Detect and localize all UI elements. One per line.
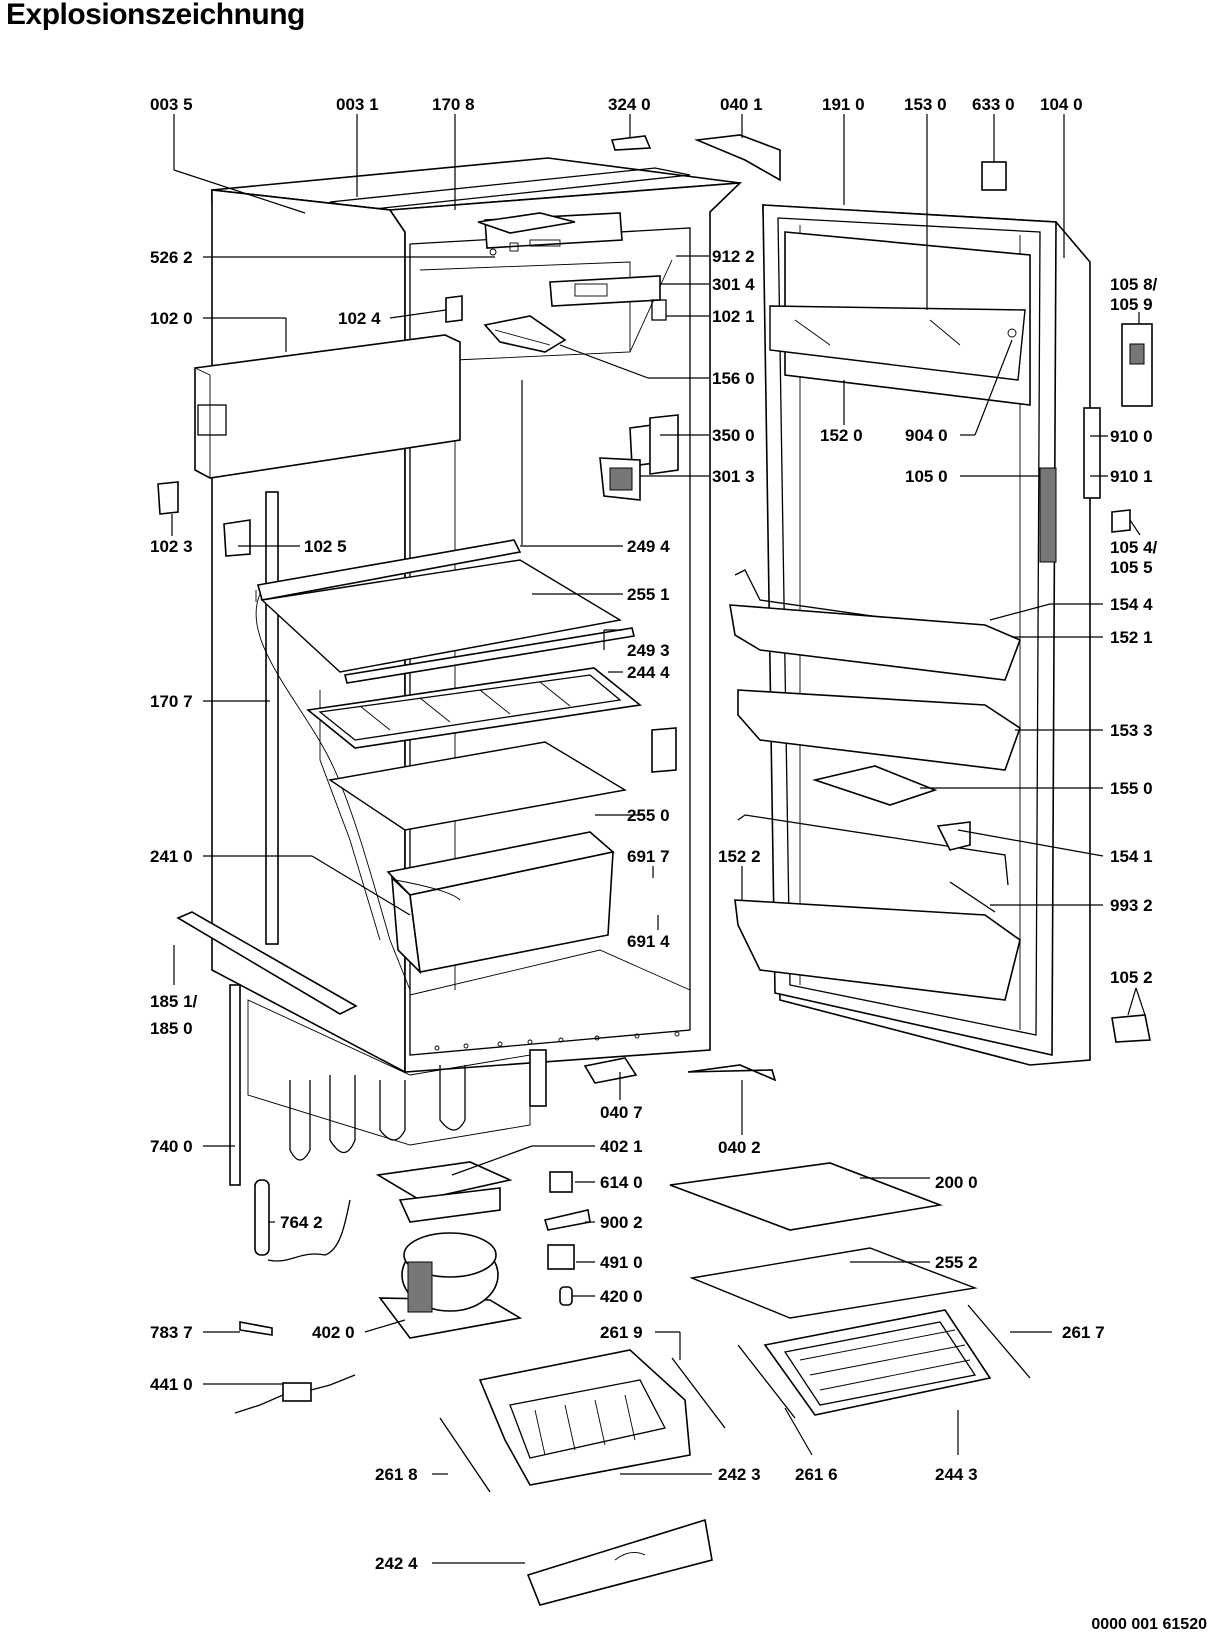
part-label: 350 0: [712, 426, 755, 445]
part-label: 904 0: [905, 426, 948, 445]
part-label: 155 0: [1110, 779, 1153, 798]
part-label: 154 4: [1110, 595, 1153, 614]
part-label: 154 1: [1110, 847, 1153, 866]
part-label: 764 2: [280, 1213, 323, 1232]
part-label: 185 1/: [150, 992, 198, 1011]
page-title: Explosionszeichnung: [6, 0, 305, 31]
part-label: 105 0: [905, 467, 948, 486]
part-label: 003 1: [336, 95, 379, 114]
part-label: 691 4: [627, 932, 670, 951]
part-label: 301 3: [712, 467, 755, 486]
part-label: 105 8/: [1110, 275, 1158, 294]
part-label: 241 0: [150, 847, 193, 866]
part-label: 912 2: [712, 247, 755, 266]
part-label: 242 4: [375, 1554, 418, 1573]
document-number: 0000 001 61520: [1091, 1616, 1207, 1633]
part-label: 910 1: [1110, 467, 1153, 486]
part-label: 633 0: [972, 95, 1015, 114]
part-label: 993 2: [1110, 896, 1153, 915]
part-label: 261 8: [375, 1465, 418, 1484]
part-label: 255 0: [627, 806, 670, 825]
part-label: 255 1: [627, 585, 670, 604]
part-label: 102 3: [150, 537, 193, 556]
part-label: 102 4: [338, 309, 381, 328]
part-label: 402 0: [312, 1323, 355, 1342]
part-label: 900 2: [600, 1213, 643, 1232]
part-label: 170 8: [432, 95, 475, 114]
lower-parts: [176, 911, 1031, 1606]
part-label: 614 0: [600, 1173, 643, 1192]
top-hardware: [610, 134, 781, 182]
part-label: 040 7: [600, 1103, 643, 1122]
part-label: 040 1: [720, 95, 763, 114]
part-label: 691 7: [627, 847, 670, 866]
part-label: 105 2: [1110, 968, 1153, 987]
part-label: 152 2: [718, 847, 761, 866]
part-label: 152 0: [820, 426, 863, 445]
part-label: 261 7: [1062, 1323, 1105, 1342]
cabinet-shelves: [255, 539, 642, 975]
part-label: 301 4: [712, 275, 755, 294]
part-label: 102 0: [150, 309, 193, 328]
part-label: 441 0: [150, 1375, 193, 1394]
part-label: 156 0: [712, 369, 755, 388]
part-label: 105 4/: [1110, 538, 1158, 557]
part-labels: 003 5 003 1 170 8 324 0 040 1 191 0 153 …: [150, 95, 1158, 1573]
part-label: 244 4: [627, 663, 670, 682]
part-label: 910 0: [1110, 427, 1153, 446]
part-label: 102 5: [304, 537, 347, 556]
part-label: 200 0: [935, 1173, 978, 1192]
part-label: 153 0: [904, 95, 947, 114]
part-label: 153 3: [1110, 721, 1153, 740]
part-label: 491 0: [600, 1253, 643, 1272]
part-label: 040 2: [718, 1138, 761, 1157]
part-label: 255 2: [935, 1253, 978, 1272]
part-label: 170 7: [150, 692, 193, 711]
door: [729, 161, 1153, 1066]
part-label: 249 3: [627, 641, 670, 660]
part-label: 191 0: [822, 95, 865, 114]
part-label: 740 0: [150, 1137, 193, 1156]
part-label: 526 2: [150, 248, 193, 267]
part-label: 402 1: [600, 1137, 643, 1156]
part-label: 244 3: [935, 1465, 978, 1484]
part-label: 102 1: [712, 307, 755, 326]
leader-lines: [171, 114, 1146, 1564]
part-label: 104 0: [1040, 95, 1083, 114]
part-label: 420 0: [600, 1287, 643, 1306]
part-label: 261 9: [600, 1323, 643, 1342]
part-label: 003 5: [150, 95, 193, 114]
part-label: 152 1: [1110, 628, 1153, 647]
part-label: 261 6: [795, 1465, 838, 1484]
part-label: 105 5: [1110, 558, 1153, 577]
part-label: 783 7: [150, 1323, 193, 1342]
part-label: 105 9: [1110, 295, 1153, 314]
part-label: 324 0: [608, 95, 651, 114]
cover-panel: [157, 334, 461, 557]
part-label: 249 4: [627, 537, 670, 556]
part-label: 242 3: [718, 1465, 761, 1484]
part-label: 185 0: [150, 1019, 193, 1038]
